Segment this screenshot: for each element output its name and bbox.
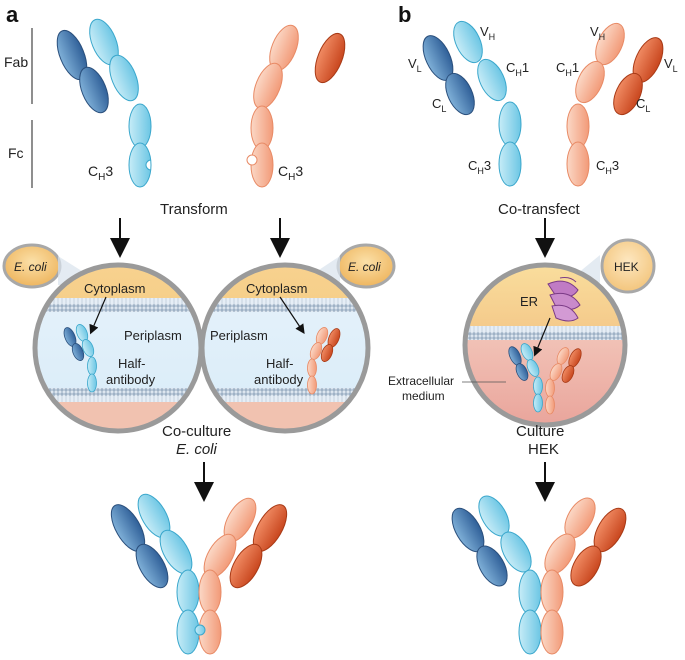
heavy-chain-domain	[453, 20, 483, 64]
heavy-chain-domain	[128, 142, 152, 188]
er-label: ER	[520, 294, 538, 309]
heavy-chain-domain	[307, 358, 317, 378]
half-antibody-label-left-2: antibody	[106, 372, 156, 387]
heavy-chain-domain	[87, 373, 97, 393]
ecoli-label-left: E. coli	[14, 260, 47, 274]
ch3-label-b-left: CH3	[468, 158, 491, 176]
half-antibody-orange-top	[246, 24, 346, 188]
heavy-chain-domain	[250, 142, 274, 188]
assembled-antibody-a	[110, 493, 288, 655]
extracellular-label-1: Extracellular	[388, 374, 454, 388]
heavy-chain-domain	[575, 60, 605, 104]
transform-label: Transform	[160, 201, 228, 218]
heavy-chain-domain	[533, 393, 543, 413]
half-antibody-label-right-1: Half-	[266, 356, 293, 371]
ecoli-magnified-left	[32, 262, 204, 434]
hek-magnified	[462, 262, 628, 428]
ecoli-label-right: E. coli	[348, 260, 381, 274]
heavy-chain-domain	[176, 569, 200, 615]
light-chain-domain	[320, 344, 334, 362]
light-chain-domain	[515, 363, 529, 381]
cl-label-left: CL	[432, 96, 446, 114]
heavy-chain-domain	[533, 376, 543, 396]
heavy-chain-domain	[518, 609, 542, 655]
heavy-chain-domain	[545, 395, 555, 415]
fab-label: Fab	[4, 54, 28, 70]
panel-label-b: b	[398, 2, 411, 27]
heavy-chain-domain	[566, 103, 590, 149]
hek-label: HEK	[614, 260, 639, 274]
heavy-chain-domain	[526, 359, 540, 377]
vl-label-left: VL	[408, 56, 422, 74]
culture-label: Culture	[516, 423, 564, 440]
fc-label: Fc	[8, 145, 24, 161]
heavy-chain-domain	[81, 339, 95, 357]
cl-label-right: CL	[636, 96, 650, 114]
ch3-label-b-right: CH3	[596, 158, 619, 176]
vh-label-left: VH	[480, 24, 495, 42]
assembled-antibody-b	[451, 495, 627, 655]
heavy-chain-domain	[109, 54, 139, 102]
cytoplasm-label-right: Cytoplasm	[246, 281, 307, 296]
heavy-chain-domain	[545, 378, 555, 398]
ch1-label-left: CH1	[506, 60, 529, 78]
light-chain-domain	[613, 72, 643, 116]
light-chain-domain	[561, 365, 575, 383]
periplasm-label-right: Periplasm	[210, 328, 268, 343]
light-chain-domain	[476, 545, 508, 587]
ecoli-magnified-right	[199, 262, 371, 434]
ch3-label-right: CH3	[278, 163, 303, 183]
ch3-label-left: CH3	[88, 163, 113, 183]
arrow-cytoplasm-to-periplasm	[279, 296, 305, 334]
heavy-chain-domain	[477, 58, 507, 102]
heavy-chain-domain	[566, 141, 590, 187]
periplasm-label-left: Periplasm	[124, 328, 182, 343]
light-chain-domain	[229, 543, 263, 589]
light-chain-domain	[570, 545, 602, 587]
coculture-label: Co-culture	[162, 423, 231, 440]
cytoplasm-label-left: Cytoplasm	[84, 281, 145, 296]
heavy-chain-domain	[498, 141, 522, 187]
heavy-chain-domain	[87, 356, 97, 376]
light-chain-domain	[314, 32, 346, 84]
heavy-chain-domain	[198, 569, 222, 615]
hek-cell	[600, 238, 656, 294]
heavy-chain-domain	[307, 375, 317, 395]
heavy-chain-domain	[498, 101, 522, 147]
heavy-chain-domain	[540, 569, 564, 615]
arrow-cytoplasm-to-periplasm	[89, 296, 107, 335]
extracellular-label-2: medium	[402, 389, 445, 403]
heavy-chain-domain	[518, 569, 542, 615]
light-chain-domain	[79, 66, 109, 114]
half-antibody-label-right-2: antibody	[254, 372, 304, 387]
vh-label-right: VH	[590, 24, 605, 42]
light-chain-domain	[445, 72, 475, 116]
heavy-light-pair-blue-top	[422, 20, 522, 187]
light-chain-domain	[71, 343, 85, 361]
half-antibody-label-left-1: Half-	[118, 356, 145, 371]
panel-label-a: a	[6, 2, 19, 27]
coculture-organism-label: E. coli	[176, 441, 218, 458]
culture-hek-label: HEK	[528, 441, 559, 458]
heavy-light-pair-orange-top	[566, 22, 664, 187]
ch1-label-right: CH1	[556, 60, 579, 78]
heavy-chain-domain	[540, 609, 564, 655]
light-chain-domain	[135, 543, 169, 589]
vl-label-right: VL	[664, 56, 678, 74]
heavy-chain-domain	[128, 103, 152, 149]
half-antibody-blue-top	[56, 18, 152, 188]
arrow-er-to-medium	[533, 317, 551, 357]
cotransfect-label: Co-transfect	[498, 201, 581, 218]
